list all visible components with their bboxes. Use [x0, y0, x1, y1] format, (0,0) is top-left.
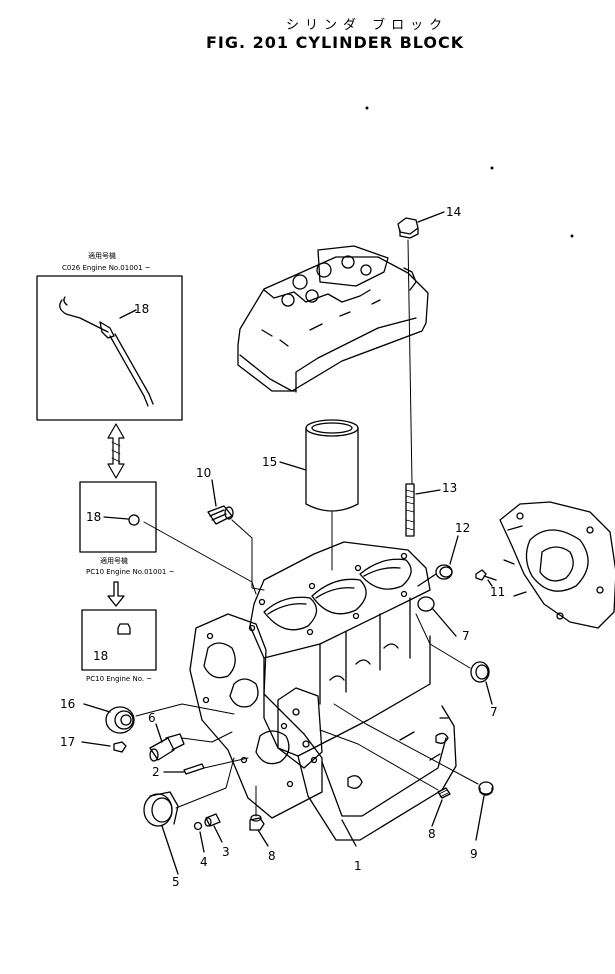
inset-header-jp: 適用号機 — [88, 251, 116, 260]
callout-7: 7 — [462, 629, 470, 643]
inset-header-en: C026 Engine No.01001 ~ — [62, 264, 151, 272]
callout-8: 8 — [268, 849, 276, 863]
cylinder-block-1 — [189, 541, 457, 841]
nut-14 — [397, 217, 419, 239]
plug-7-upper — [417, 596, 435, 612]
inset-frame — [79, 481, 157, 553]
oil-seal-7 — [470, 661, 490, 683]
callout-3: 3 — [222, 845, 230, 859]
callout-10: 10 — [196, 466, 211, 480]
callout-9: 9 — [470, 847, 478, 861]
callout-12: 12 — [455, 521, 470, 535]
callout-4: 4 — [200, 855, 208, 869]
callout-13: 13 — [442, 481, 457, 495]
plug-9 — [478, 781, 494, 796]
inset-header-jp: 適用号機 — [100, 556, 128, 565]
title-japanese: シリンダ ブロック — [286, 18, 449, 33]
plug-8-right — [437, 787, 451, 799]
callout-11: 11 — [490, 585, 505, 599]
callout-16: 16 — [60, 697, 75, 711]
inset-box-c026: 適用号機 C026 Engine No.01001 ~ 18 — [36, 251, 183, 421]
ball-4 — [193, 821, 203, 831]
dipstick-drawing — [59, 296, 154, 407]
double-arrow — [107, 423, 125, 479]
union-6 — [149, 733, 185, 762]
expansion-plug-10 — [207, 505, 234, 525]
inset-header-en: PC10 Engine No.01001 ~ — [86, 568, 175, 576]
callout-6: 6 — [148, 711, 156, 725]
dowel-3 — [204, 813, 221, 827]
plug-8-left — [249, 814, 265, 831]
callout-15: 15 — [262, 455, 277, 469]
callout-2: 2 — [152, 765, 160, 779]
inset-box-pc10-later: 18 PC10 Engine No. ~ — [81, 609, 157, 683]
stud-bolt-13 — [405, 483, 415, 537]
inset-box-pc10: 18 適用号機 PC10 Engine No.01001 ~ — [79, 481, 175, 576]
bolt-11 — [475, 569, 497, 581]
callout-17: 17 — [60, 735, 75, 749]
oil-seal-16 — [105, 706, 135, 734]
plug-12 — [435, 564, 453, 580]
plug-drawing — [128, 514, 140, 526]
inset-frame — [36, 275, 183, 421]
callout-7: 7 — [490, 705, 498, 719]
cylinder-head — [237, 245, 429, 393]
inset-frame — [81, 609, 157, 671]
bolt-17 — [113, 741, 127, 753]
figure-title: FIG. 201 CYLINDER BLOCK — [206, 33, 465, 52]
callout-8: 8 — [428, 827, 436, 841]
cylinder-liner-15 — [305, 419, 359, 512]
bushing-5 — [143, 791, 179, 827]
down-arrow — [107, 581, 125, 607]
plug-drawing — [117, 623, 131, 635]
flywheel-housing — [499, 501, 615, 629]
inset-header-en: PC10 Engine No. ~ — [86, 675, 152, 683]
pin-2 — [183, 763, 205, 775]
callout-5: 5 — [172, 875, 180, 889]
callout-18: 18 — [134, 302, 149, 316]
callout-18: 18 — [93, 649, 108, 663]
callout-18: 18 — [86, 510, 101, 524]
callout-1: 1 — [354, 859, 362, 873]
callout-14: 14 — [446, 205, 461, 219]
